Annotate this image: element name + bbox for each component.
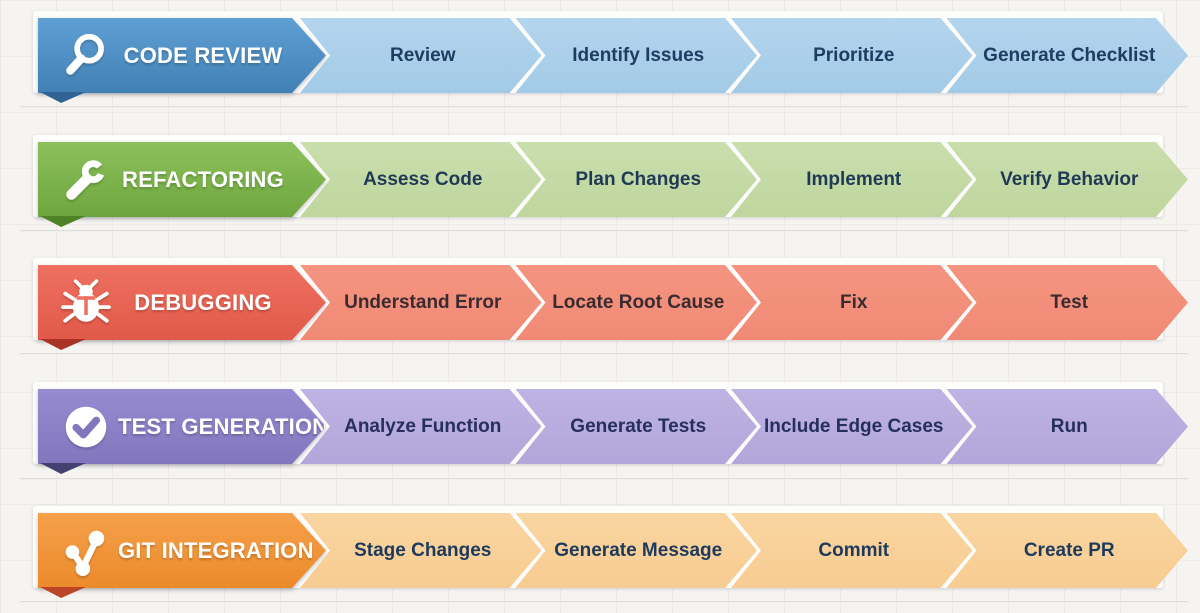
row-divider bbox=[20, 106, 1188, 108]
step-label: Fix bbox=[840, 291, 868, 313]
step-label: Verify Behavior bbox=[1000, 168, 1139, 190]
git-branch-icon bbox=[60, 525, 112, 577]
step-label: Stage Changes bbox=[354, 539, 492, 561]
step-chevron: Generate Message bbox=[516, 513, 758, 588]
check-circle-icon bbox=[60, 401, 112, 453]
step-chevron: Prioritize bbox=[731, 18, 973, 93]
step-label: Create PR bbox=[1023, 539, 1115, 561]
workflow-title: TEST GENERATION bbox=[118, 413, 329, 439]
step-label: Analyze Function bbox=[344, 415, 502, 437]
step-label: Review bbox=[390, 44, 456, 66]
step-chevron: Review bbox=[300, 18, 542, 93]
row-divider bbox=[20, 353, 1188, 355]
step-chevron: Understand Error bbox=[300, 265, 542, 340]
workflow-row-refactoring: REFACTORING Assess Code Plan Changes Imp… bbox=[33, 135, 1188, 227]
step-list: Review Identify Issues Prioritize Genera… bbox=[300, 18, 1188, 93]
row-divider bbox=[20, 230, 1188, 232]
workflow-header: CODE REVIEW bbox=[38, 18, 326, 93]
step-label: Generate Message bbox=[554, 539, 723, 561]
step-chevron: Assess Code bbox=[300, 142, 542, 217]
workflow-title: CODE REVIEW bbox=[123, 42, 283, 68]
step-chevron: Generate Tests bbox=[516, 389, 758, 464]
step-chevron: Stage Changes bbox=[300, 513, 542, 588]
step-chevron: Implement bbox=[731, 142, 973, 217]
bug-icon bbox=[60, 277, 112, 329]
step-chevron: Plan Changes bbox=[516, 142, 758, 217]
step-chevron: Verify Behavior bbox=[947, 142, 1189, 217]
workflow-row-code-review: CODE REVIEW Review Identify Issues Prior… bbox=[33, 11, 1188, 103]
magnifier-icon bbox=[60, 30, 112, 82]
step-list: Assess Code Plan Changes Implement Verif… bbox=[300, 142, 1188, 217]
workflow-header: GIT INTEGRATION bbox=[38, 513, 326, 588]
step-chevron: Commit bbox=[731, 513, 973, 588]
workflow-title: GIT INTEGRATION bbox=[118, 537, 314, 563]
step-chevron: Locate Root Cause bbox=[516, 265, 758, 340]
workflow-title: DEBUGGING bbox=[134, 289, 272, 315]
ribbon-fold bbox=[40, 587, 86, 598]
step-label: Run bbox=[1050, 415, 1088, 437]
ribbon-fold bbox=[40, 339, 86, 350]
step-chevron: Analyze Function bbox=[300, 389, 542, 464]
step-label: Locate Root Cause bbox=[552, 291, 725, 313]
workflow-header: DEBUGGING bbox=[38, 265, 326, 340]
step-chevron: Test bbox=[947, 265, 1189, 340]
step-label: Commit bbox=[818, 539, 890, 561]
step-list: Stage Changes Generate Message Commit Cr… bbox=[300, 513, 1188, 588]
wrench-icon bbox=[60, 154, 112, 206]
ribbon-fold bbox=[40, 216, 86, 227]
workflow-title: REFACTORING bbox=[122, 166, 284, 192]
step-chevron: Run bbox=[947, 389, 1189, 464]
step-label: Prioritize bbox=[813, 44, 895, 66]
row-divider bbox=[20, 601, 1188, 603]
step-chevron: Identify Issues bbox=[516, 18, 758, 93]
workflow-row-debugging: DEBUGGING Understand Error Locate Root C… bbox=[33, 258, 1188, 350]
step-label: Implement bbox=[806, 168, 902, 190]
ribbon-fold bbox=[40, 463, 86, 474]
step-chevron: Create PR bbox=[947, 513, 1189, 588]
workflow-row-test-generation: TEST GENERATION Analyze Function Generat… bbox=[33, 382, 1188, 474]
step-label: Plan Changes bbox=[575, 168, 702, 190]
step-label: Assess Code bbox=[363, 168, 483, 190]
step-label: Test bbox=[1050, 291, 1089, 313]
workflow-header: TEST GENERATION bbox=[38, 389, 326, 464]
workflow-header: REFACTORING bbox=[38, 142, 326, 217]
row-divider bbox=[20, 478, 1188, 480]
step-chevron: Generate Checklist bbox=[947, 18, 1189, 93]
step-list: Understand Error Locate Root Cause Fix T… bbox=[300, 265, 1188, 340]
workflow-row-git-integration: GIT INTEGRATION Stage Changes Generate M… bbox=[33, 506, 1188, 598]
step-label: Identify Issues bbox=[572, 44, 705, 66]
step-chevron: Fix bbox=[731, 265, 973, 340]
step-label: Generate Tests bbox=[570, 415, 707, 437]
step-chevron: Include Edge Cases bbox=[731, 389, 973, 464]
step-label: Understand Error bbox=[344, 291, 502, 313]
step-label: Include Edge Cases bbox=[763, 415, 944, 437]
step-list: Analyze Function Generate Tests Include … bbox=[300, 389, 1188, 464]
step-label: Generate Checklist bbox=[983, 44, 1156, 66]
ribbon-fold bbox=[40, 92, 86, 103]
